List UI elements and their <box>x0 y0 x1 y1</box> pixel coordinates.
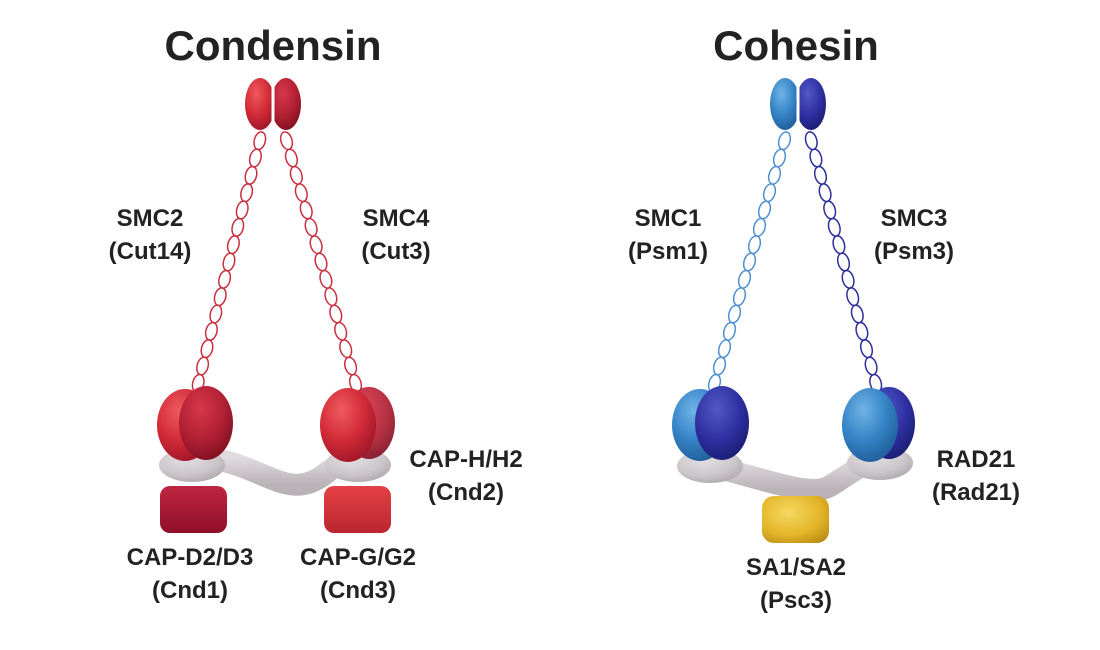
condensin-arms <box>191 131 363 393</box>
cap-g2-label: CAP-G/G2 <box>300 544 416 571</box>
coil-loop <box>248 148 262 168</box>
coil-loop <box>200 339 214 359</box>
coil-loop <box>209 304 223 324</box>
cap-d2-subunit <box>160 486 227 533</box>
cohesin-left-head <box>672 386 749 483</box>
condensin-hinge <box>245 76 301 132</box>
coil-loop <box>304 217 318 237</box>
sa-subunit <box>762 496 829 543</box>
coil-loop <box>762 183 777 203</box>
coil-loop <box>737 269 752 289</box>
coil-loop <box>344 356 358 376</box>
cap-h-alias-label: (Cnd2) <box>428 479 504 506</box>
coil-loop <box>832 235 846 255</box>
coil-loop <box>818 183 832 203</box>
coil-loop <box>732 287 747 307</box>
coil-loop <box>314 252 328 272</box>
coil-loop <box>218 269 232 289</box>
coil-loop <box>827 217 841 237</box>
coil-loop <box>204 321 218 341</box>
sa-label: SA1/SA2 <box>746 554 846 581</box>
coil-loop <box>777 131 792 151</box>
coil-loop <box>279 131 294 151</box>
coil-loop <box>846 287 860 307</box>
cap-h-label: CAP-H/H2 <box>409 446 522 473</box>
coil-loop <box>319 269 333 289</box>
smc3-alias-label: (Psm3) <box>874 238 954 265</box>
smc4-alias-label: (Cut3) <box>361 238 430 265</box>
cohesin-arms <box>707 131 883 393</box>
coil-loop <box>804 131 818 151</box>
coil-loop <box>841 269 855 289</box>
coil-loop <box>213 287 227 307</box>
condensin-title: Condensin <box>165 22 382 69</box>
coil-loop <box>294 183 308 203</box>
coil-loop <box>722 321 737 341</box>
coil-loop <box>767 165 782 185</box>
condensin-right-head <box>320 387 395 482</box>
condensin-left-head <box>157 386 233 482</box>
cohesin-hinge <box>770 76 826 132</box>
coil-loop <box>299 200 313 220</box>
coil-loop <box>235 200 249 220</box>
coil-loop <box>339 339 353 359</box>
coil-loop <box>772 148 787 168</box>
smc3-label: SMC3 <box>881 205 948 232</box>
sa-alias-label: (Psc3) <box>760 587 832 614</box>
rad21-alias-label: (Rad21) <box>932 479 1020 506</box>
coil-loop <box>727 304 742 324</box>
coil-loop <box>324 287 338 307</box>
cohesin-right-head <box>842 387 915 480</box>
coil-loop <box>240 183 254 203</box>
coil-loop <box>757 200 772 220</box>
smc4-coiled-coil <box>279 131 363 393</box>
smc4-label: SMC4 <box>363 205 430 232</box>
coil-loop <box>813 165 828 185</box>
smc2-alias-label: (Cut14) <box>109 238 192 265</box>
coil-loop <box>712 356 727 376</box>
coil-loop <box>196 356 210 376</box>
smc1-coiled-coil <box>707 131 792 393</box>
coil-loop <box>253 131 267 151</box>
rad21-label: RAD21 <box>937 446 1016 473</box>
condensin-complex: Condensin SMC2 (Cut14) SMC4 (C <box>109 22 523 604</box>
coil-loop <box>742 252 757 272</box>
cap-g2-subunit <box>324 486 391 533</box>
coil-loop <box>855 321 869 341</box>
coil-loop <box>289 165 303 185</box>
smc3-coiled-coil <box>804 131 883 393</box>
smc2-coiled-coil <box>191 131 267 393</box>
coil-loop <box>244 165 258 185</box>
coil-loop <box>329 304 343 324</box>
smc1-alias-label: (Psm1) <box>628 238 708 265</box>
coil-loop <box>222 252 236 272</box>
coil-loop <box>752 217 767 237</box>
coil-loop <box>823 200 837 220</box>
cohesin-complex: Cohesin SMC1 (Psm1) SMC3 (Psm3) RAD2 <box>628 22 1020 614</box>
coil-loop <box>334 321 348 341</box>
cohesin-title: Cohesin <box>713 22 879 69</box>
smc1-label: SMC1 <box>635 205 702 232</box>
coil-loop <box>717 339 732 359</box>
smc2-label: SMC2 <box>117 205 184 232</box>
coil-loop <box>809 148 823 168</box>
condensin-kleisin-band <box>199 447 341 496</box>
coil-loop <box>747 235 762 255</box>
coil-loop <box>309 235 323 255</box>
cap-d2-label: CAP-D2/D3 <box>127 544 254 571</box>
cap-g2-alias-label: (Cnd3) <box>320 577 396 604</box>
coil-loop <box>864 356 878 376</box>
coil-loop <box>231 217 245 237</box>
coil-loop <box>226 235 240 255</box>
coil-loop <box>836 252 851 272</box>
cap-d2-alias-label: (Cnd1) <box>152 577 228 604</box>
coil-loop <box>859 339 874 359</box>
coil-loop <box>850 304 864 324</box>
coil-loop <box>284 148 298 168</box>
